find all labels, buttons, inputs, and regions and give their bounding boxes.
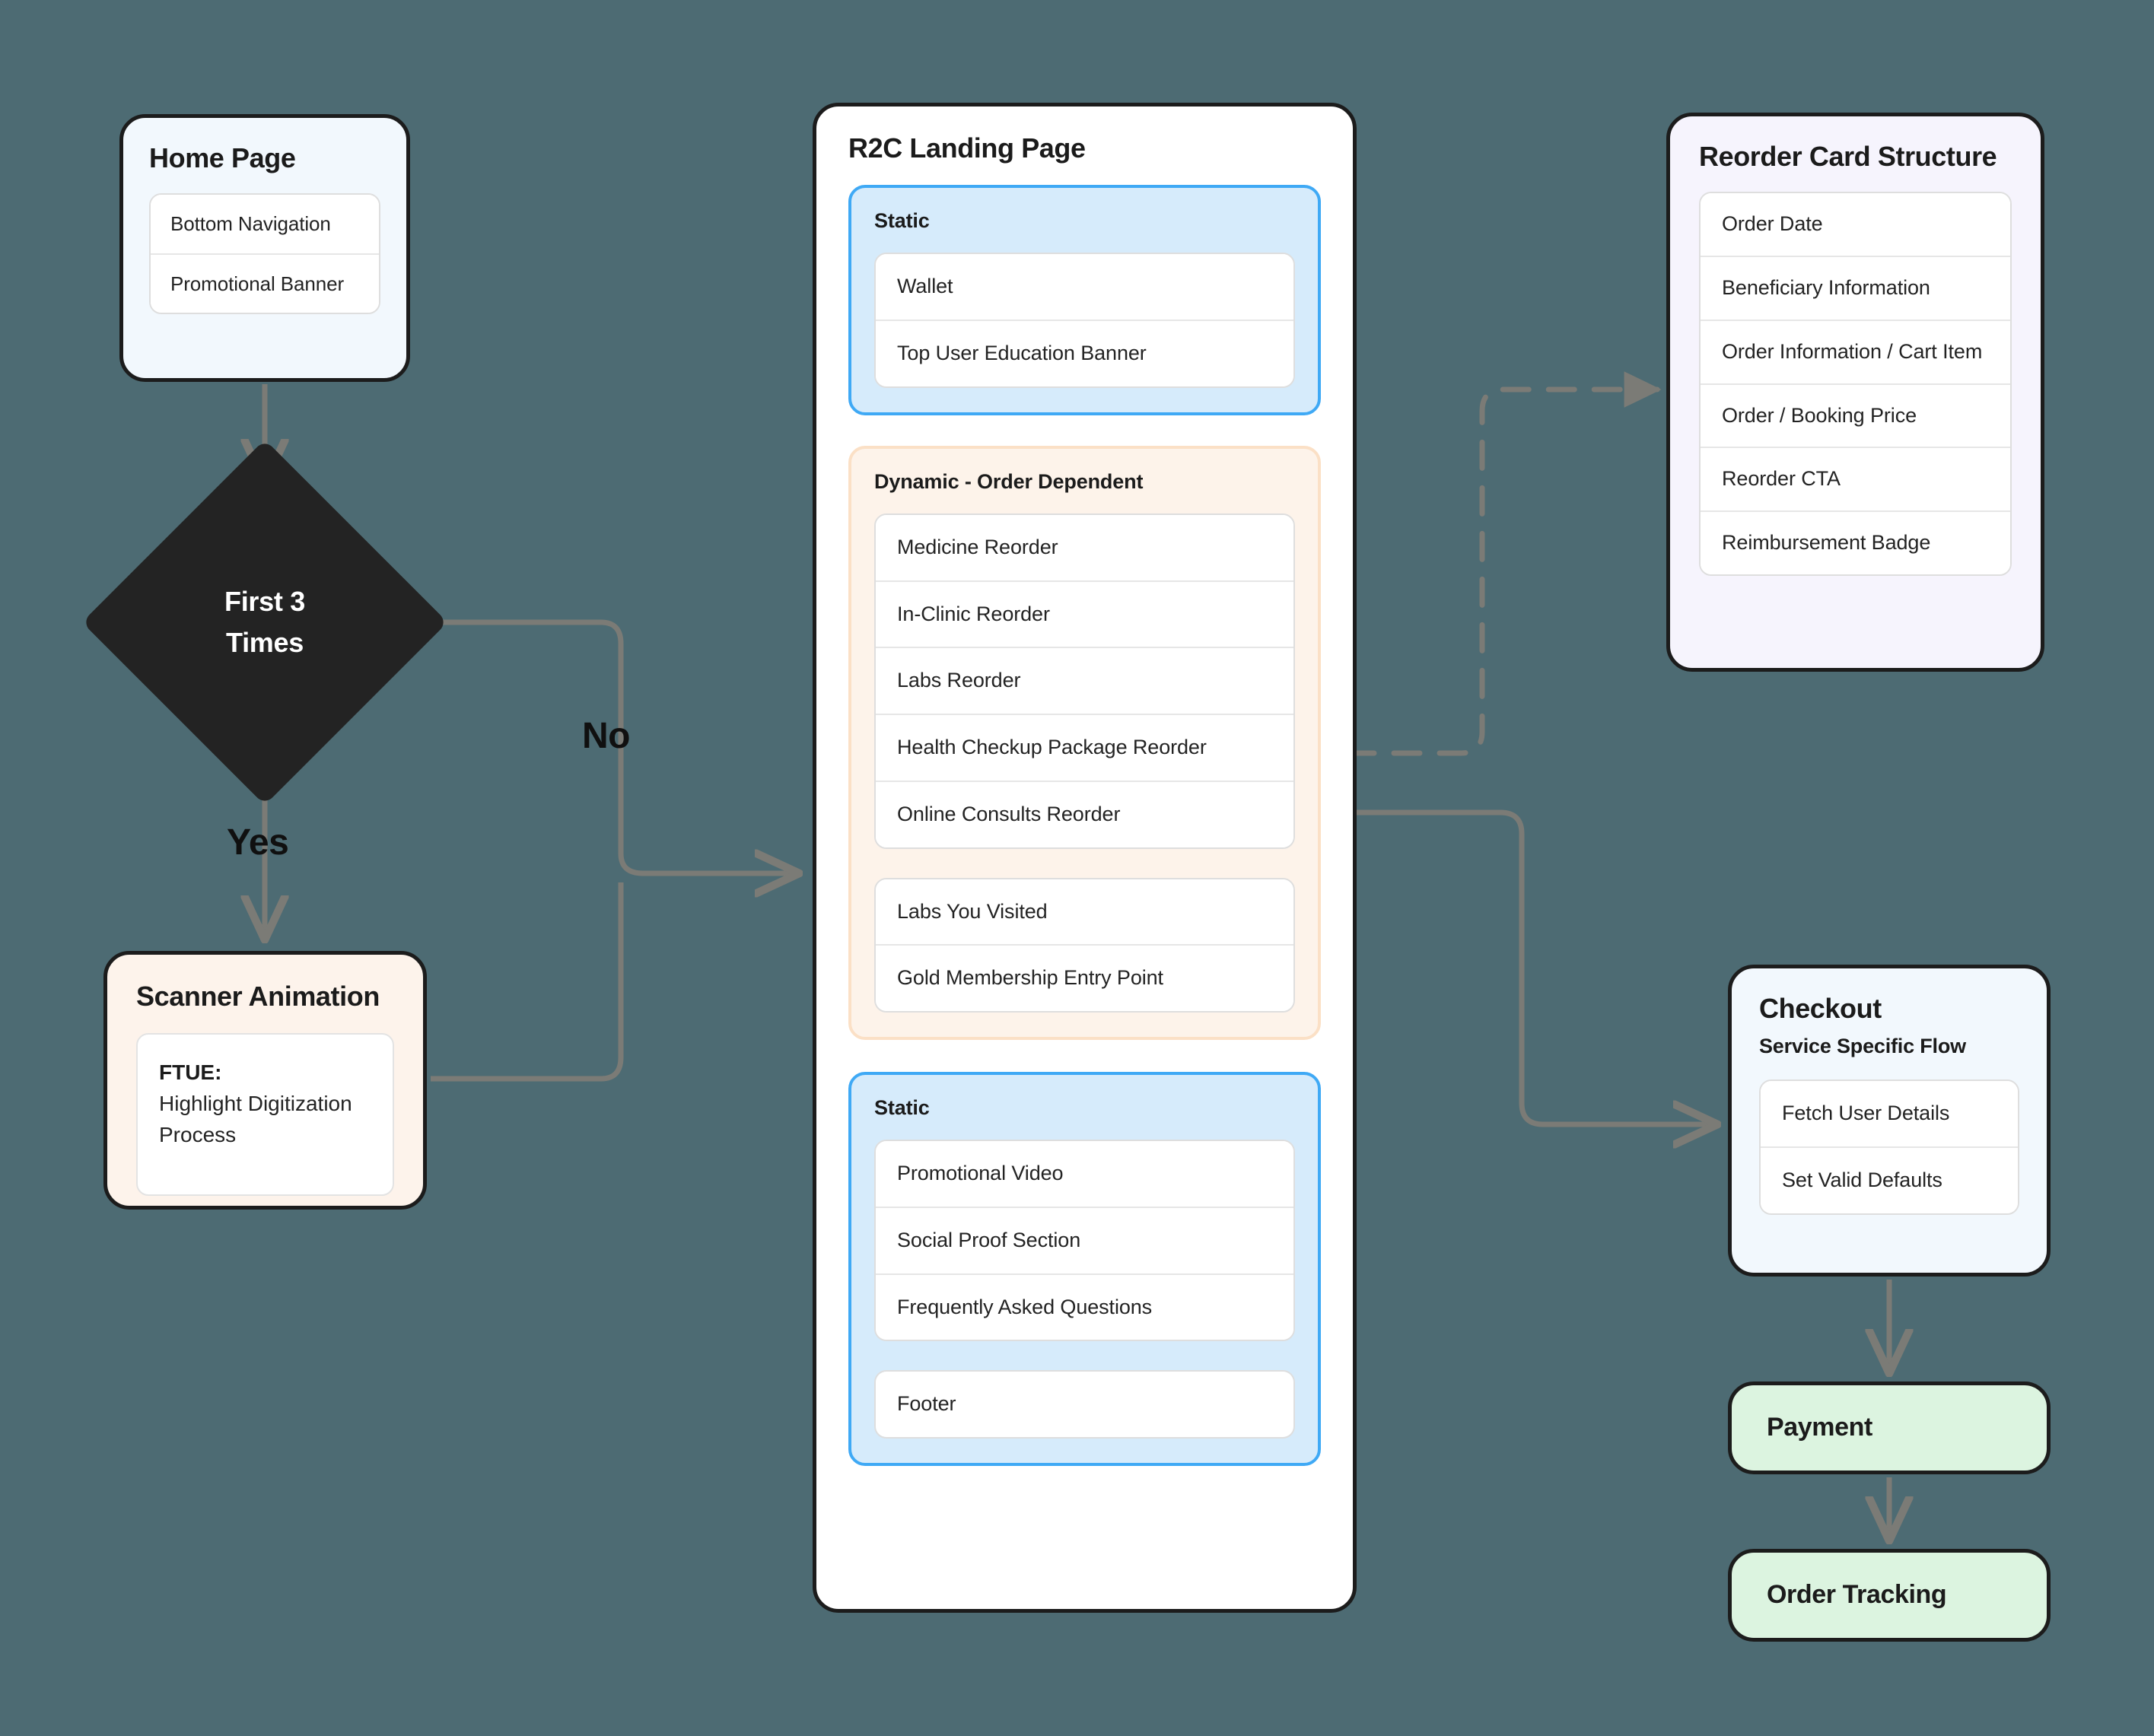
list-item-frequently-asked-questions[interactable]: Frequently Asked Questions <box>876 1274 1293 1340</box>
edge-health-checkup-to-checkout <box>1320 809 1713 1124</box>
list-item[interactable]: Top User Education Banner <box>876 321 1293 386</box>
scanner-animation-title: Scanner Animation <box>136 981 380 1012</box>
list-item-footer[interactable]: Footer <box>876 1372 1293 1438</box>
list-item-reimbursement-badge[interactable]: Reimbursement Badge <box>1701 512 2010 574</box>
edge-label-no: No <box>582 716 630 756</box>
node-checkout[interactable]: Checkout Service Specific Flow Fetch Use… <box>1728 965 2051 1277</box>
home-page-item-list: Bottom Navigation Promotional Banner <box>149 193 380 315</box>
list-item-labs-you-visited[interactable]: Labs You Visited <box>876 879 1293 946</box>
group-static-bottom: Static Promotional Video Social Proof Se… <box>848 1072 1321 1467</box>
payment-title: Payment <box>1767 1413 1872 1442</box>
group-label: Static <box>874 209 930 233</box>
list-item-in-clinic-reorder[interactable]: In-Clinic Reorder <box>876 581 1293 649</box>
list-item-medicine-reorder[interactable]: Medicine Reorder <box>876 514 1293 582</box>
checkout-item-list: Fetch User Details Set Valid Defaults <box>1759 1079 2019 1215</box>
checkout-subtitle: Service Specific Flow <box>1759 1035 1966 1058</box>
ftue-label: FTUE: <box>159 1060 222 1085</box>
list-item-online-consults-reorder[interactable]: Online Consults Reorder <box>876 781 1293 847</box>
list-item-beneficiary-information[interactable]: Beneficiary Information <box>1701 257 2010 321</box>
node-scanner-animation[interactable]: Scanner Animation FTUE: Highlight Digiti… <box>103 951 427 1210</box>
decision-first-3-times: First 3 Times <box>135 493 394 752</box>
node-order-tracking[interactable]: Order Tracking <box>1728 1549 2051 1642</box>
list-item-promotional-video[interactable]: Promotional Video <box>876 1141 1293 1208</box>
list-item-gold-membership-entry-point[interactable]: Gold Membership Entry Point <box>876 946 1293 1012</box>
r2c-landing-page-title: R2C Landing Page <box>848 132 1086 164</box>
group-card: Labs You Visited Gold Membership Entry P… <box>874 877 1295 1013</box>
reorder-card-structure-title: Reorder Card Structure <box>1699 141 1997 172</box>
edge-label-yes: Yes <box>227 822 289 863</box>
ftue-value-line-1: Highlight Digitization <box>159 1091 352 1115</box>
group-card: Medicine Reorder In-Clinic Reorder Labs … <box>874 513 1295 849</box>
decision-line-2: Times <box>226 627 304 658</box>
list-item-labs-reorder[interactable]: Labs Reorder <box>876 648 1293 716</box>
group-label: Static <box>874 1096 930 1120</box>
decision-line-1: First 3 <box>224 586 305 617</box>
list-item-reorder-cta[interactable]: Reorder CTA <box>1701 448 2010 513</box>
checkout-title: Checkout <box>1759 993 1882 1024</box>
node-r2c-landing-page[interactable]: R2C Landing Page Static Wallet Top User … <box>813 103 1357 1613</box>
edge-scanner-to-r2c <box>431 882 624 1082</box>
group-card: Promotional Video Social Proof Section F… <box>874 1140 1295 1342</box>
list-item-order-information-cart-item[interactable]: Order Information / Cart Item <box>1701 320 2010 385</box>
reorder-card-item-list: Order Date Beneficiary Information Order… <box>1699 192 2012 576</box>
list-item-order-date[interactable]: Order Date <box>1701 193 2010 258</box>
order-tracking-title: Order Tracking <box>1767 1580 1947 1610</box>
list-item-set-valid-defaults[interactable]: Set Valid Defaults <box>1761 1148 2018 1213</box>
list-item-fetch-user-details[interactable]: Fetch User Details <box>1761 1081 2018 1149</box>
group-label: Dynamic - Order Dependent <box>874 469 1144 493</box>
scanner-ftue-card: FTUE: Highlight Digitization Process <box>136 1033 394 1197</box>
group-card: Footer <box>874 1370 1295 1439</box>
ftue-value-line-2: Process <box>159 1122 237 1146</box>
list-item-health-checkup-package-reorder[interactable]: Health Checkup Package Reorder <box>876 715 1293 782</box>
list-item-order-booking-price[interactable]: Order / Booking Price <box>1701 384 2010 449</box>
home-page-title: Home Page <box>149 142 296 173</box>
node-home-page[interactable]: Home Page Bottom Navigation Promotional … <box>119 114 410 382</box>
list-item[interactable]: Promotional Banner <box>151 254 379 313</box>
group-static-top: Static Wallet Top User Education Banner <box>848 185 1321 415</box>
list-item[interactable]: Wallet <box>876 254 1293 322</box>
list-item-social-proof-section[interactable]: Social Proof Section <box>876 1207 1293 1275</box>
node-payment[interactable]: Payment <box>1728 1381 2051 1474</box>
group-card: Wallet Top User Education Banner <box>874 253 1295 388</box>
group-dynamic-order-dependent: Dynamic - Order Dependent Medicine Reord… <box>848 445 1321 1041</box>
list-item[interactable]: Bottom Navigation <box>151 195 379 255</box>
edge-decision-to-r2c <box>398 619 795 873</box>
node-reorder-card-structure[interactable]: Reorder Card Structure Order Date Benefi… <box>1666 113 2044 672</box>
